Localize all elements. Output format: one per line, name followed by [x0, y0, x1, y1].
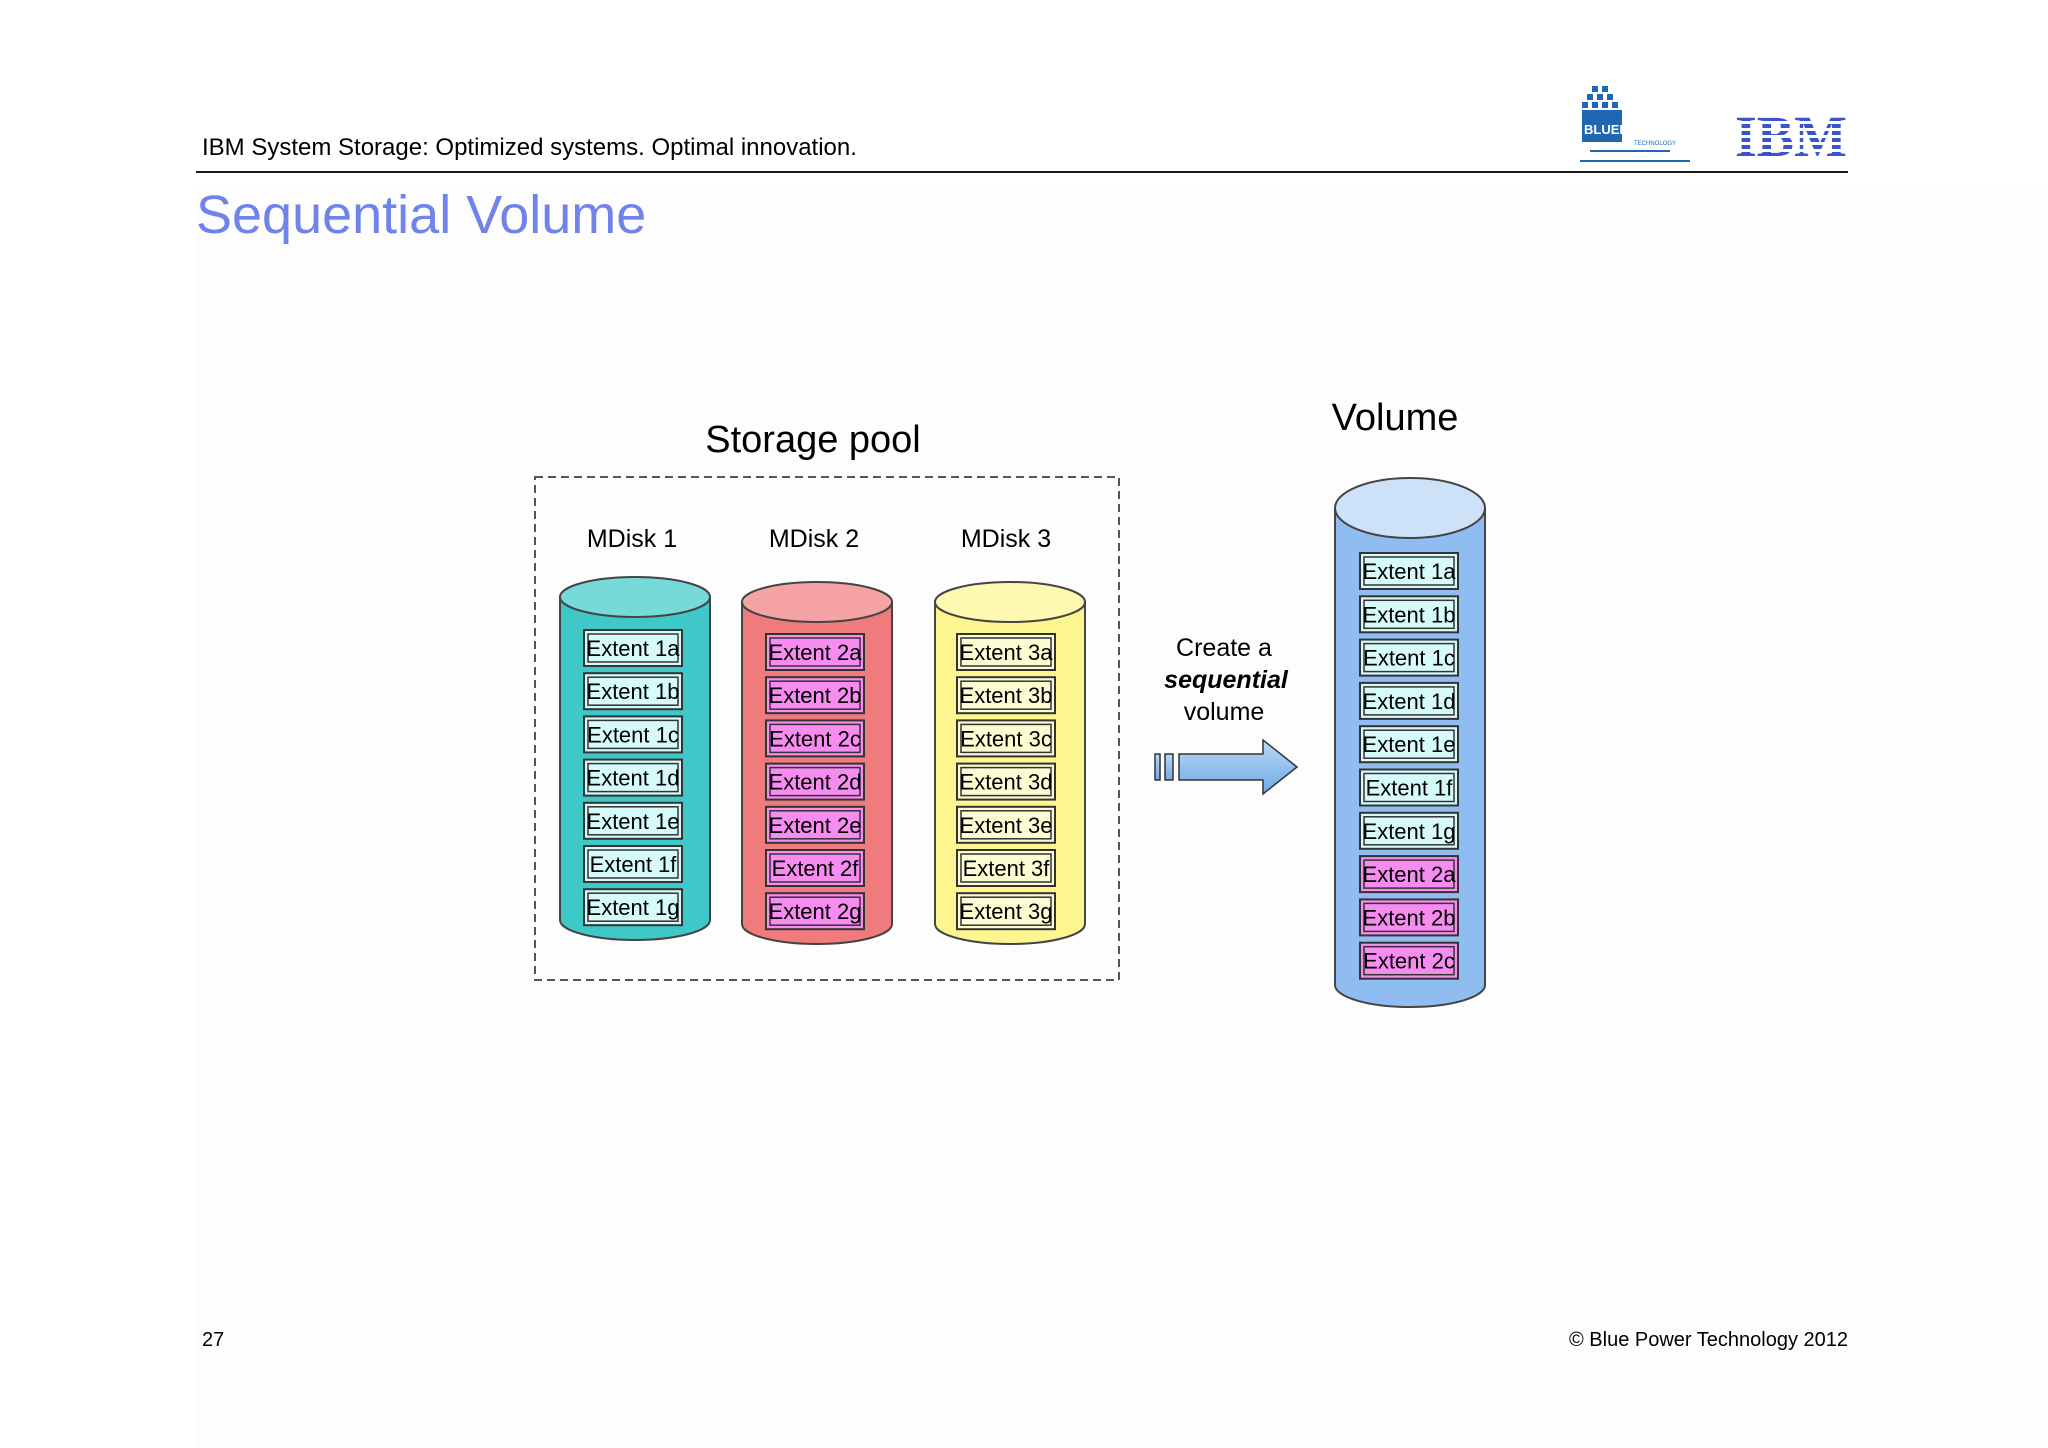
extent-label: Extent 2c	[1363, 949, 1455, 974]
mdisk-cylinder-top	[559, 576, 711, 618]
extent-label: Extent 1c	[1363, 646, 1455, 671]
volume-cylinder-top	[1334, 477, 1486, 539]
extent-label: Extent 3b	[960, 683, 1053, 708]
extent-label: Extent 1b	[587, 679, 680, 704]
extent-block: Extent 1b	[583, 672, 683, 711]
bluepower-logo: BLUEPOWER TECHNOLOGY	[1580, 86, 1690, 162]
extent-label: Extent 2c	[769, 726, 861, 751]
extent-block: Extent 2b	[1359, 898, 1459, 937]
extent-block: Extent 1a	[1359, 552, 1459, 590]
extent-label: Extent 1a	[587, 636, 681, 661]
extent-label: Extent 2b	[769, 683, 862, 708]
extent-label: Extent 3c	[960, 726, 1052, 751]
extent-label: Extent 3e	[960, 813, 1053, 838]
page-number: 27	[202, 1329, 225, 1351]
extent-label: Extent 1f	[590, 852, 678, 877]
content-area	[196, 185, 2048, 1448]
header-tagline: IBM System Storage: Optimized systems. O…	[202, 134, 857, 161]
extent-label: Extent 2e	[769, 813, 862, 838]
extent-block: Extent 2a	[1359, 855, 1459, 894]
extent-label: Extent 2g	[769, 899, 862, 924]
extent-block: Extent 3b	[956, 676, 1056, 715]
extent-label: Extent 1g	[1363, 819, 1456, 844]
extent-label: Extent 3f	[963, 856, 1051, 881]
extent-block: Extent 2b	[765, 676, 865, 715]
extent-block: Extent 1g	[1359, 811, 1459, 850]
extent-block: Extent 1f	[1359, 768, 1459, 807]
extent-block: Extent 2g	[765, 892, 865, 931]
extent-label: Extent 2b	[1363, 905, 1456, 930]
extent-block: Extent 2a	[765, 633, 865, 671]
extent-label: Extent 2a	[769, 640, 863, 665]
extent-block: Extent 1a	[583, 629, 683, 667]
extent-block: Extent 1d	[583, 758, 683, 797]
copyright: © Blue Power Technology 2012	[1569, 1329, 1848, 1351]
extent-block: Extent 3e	[956, 805, 1056, 844]
action-text-line-2: sequential	[1164, 666, 1289, 694]
extent-block: Extent 1f	[583, 845, 683, 883]
bluepower-logo-sub: TECHNOLOGY	[1634, 141, 1676, 147]
extent-block: Extent 1c	[583, 715, 683, 754]
mdisk-label: MDisk 3	[961, 525, 1051, 553]
extent-block: Extent 3d	[956, 762, 1056, 801]
extent-block: Extent 2c	[765, 719, 865, 758]
right-arrow-icon	[1154, 738, 1299, 796]
bluepower-logo-text: BLUEPOWER	[1584, 122, 1669, 137]
volume-title: Volume	[1332, 397, 1459, 439]
extent-block: Extent 3a	[956, 633, 1056, 671]
extent-label: Extent 1g	[587, 895, 680, 920]
extent-block: Extent 1g	[583, 888, 683, 927]
extent-block: Extent 2e	[765, 805, 865, 844]
volume: Extent 1a Extent 1b Extent 1c Extent 1d Exte…	[1334, 477, 1486, 1008]
mdisk-label: MDisk 1	[587, 525, 677, 553]
extent-block: Extent 2c	[1359, 941, 1459, 980]
slide-title: Sequential Volume	[196, 185, 647, 245]
mdisk-extents: Extent 3a Extent 3b Extent 3c Extent 3d Exte…	[956, 633, 1056, 931]
storage-pool-title: Storage pool	[705, 419, 921, 461]
extent-label: Extent 1d	[1363, 689, 1456, 714]
extent-label: Extent 2d	[769, 770, 862, 795]
volume-extents: Extent 1a Extent 1b Extent 1c Extent 1d Exte…	[1359, 552, 1459, 980]
extent-block: Extent 1d	[1359, 681, 1459, 720]
extent-block: Extent 2f	[765, 849, 865, 887]
extent-label: Extent 1b	[1363, 602, 1456, 627]
extent-label: Extent 1d	[587, 766, 680, 791]
extent-label: Extent 1c	[587, 722, 679, 747]
extent-label: Extent 1e	[587, 809, 680, 834]
extent-label: Extent 2a	[1363, 862, 1457, 887]
extent-block: Extent 3f	[956, 849, 1056, 887]
extent-label: Extent 1e	[1363, 732, 1456, 757]
mdisk-extents: Extent 2a Extent 2b Extent 2c Extent 2d Exte…	[765, 633, 865, 931]
mdisk-extents: Extent 1a Extent 1b Extent 1c Extent 1d Exte…	[583, 629, 683, 927]
extent-label: Extent 2f	[772, 856, 860, 881]
extent-label: Extent 3a	[960, 640, 1054, 665]
mdisk-cylinder-top	[934, 581, 1086, 623]
mdisk-cylinder-top	[741, 581, 893, 623]
extent-label: Extent 1f	[1366, 776, 1454, 801]
storage-pool-boundary	[534, 476, 1120, 981]
extent-label: Extent 3g	[960, 899, 1053, 924]
extent-block: Extent 3c	[956, 719, 1056, 758]
action-text-line-1: Create a	[1176, 634, 1272, 662]
extent-block: Extent 3g	[956, 892, 1056, 931]
extent-label: Extent 3d	[960, 770, 1053, 795]
header-divider	[196, 171, 1848, 173]
extent-block: Extent 2d	[765, 762, 865, 801]
create-volume-action: Create a sequential volume	[1154, 634, 1299, 796]
extent-block: Extent 1e	[1359, 725, 1459, 764]
ibm-logo: IBM	[1734, 108, 1848, 160]
extent-label: Extent 1a	[1363, 559, 1457, 584]
extent-block: Extent 1e	[583, 801, 683, 840]
extent-block: Extent 1b	[1359, 595, 1459, 634]
mdisk-label: MDisk 2	[769, 525, 859, 553]
action-text-line-3: volume	[1184, 698, 1265, 726]
extent-block: Extent 1c	[1359, 638, 1459, 677]
